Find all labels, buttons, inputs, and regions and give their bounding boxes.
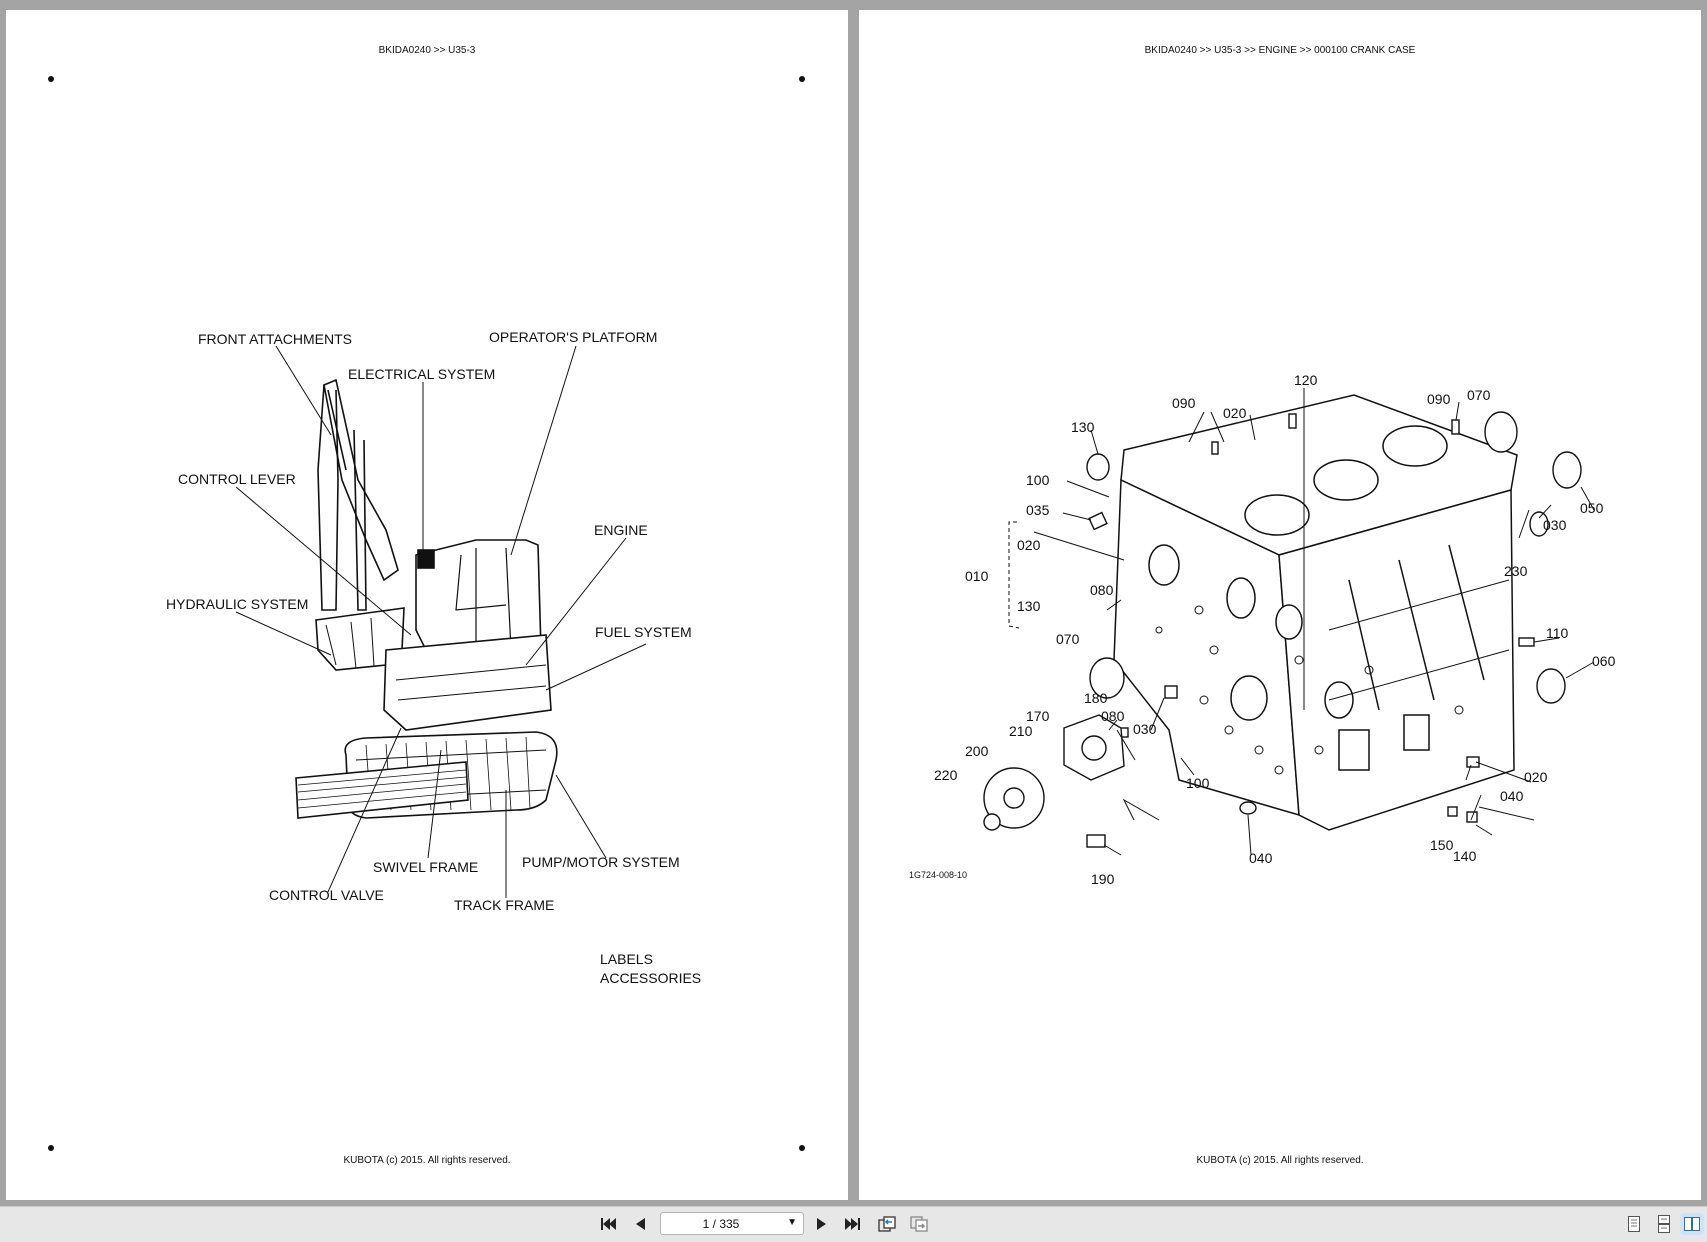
pdf-navigation-toolbar: ▼: [0, 1206, 1707, 1242]
part-number-190: 190: [1091, 871, 1115, 887]
label-accessories: ACCESSORIES: [600, 970, 702, 986]
label-operators-platform: OPERATOR'S PLATFORM: [489, 329, 657, 345]
part-number-220: 220: [934, 767, 958, 783]
page-number-input[interactable]: [661, 1213, 781, 1234]
two-page-view-button[interactable]: [1680, 1213, 1704, 1235]
label-engine: ENGINE: [594, 522, 648, 538]
part-number-150: 150: [1430, 837, 1454, 853]
previous-page-icon: [636, 1218, 645, 1230]
page-number-field[interactable]: ▼: [660, 1212, 804, 1235]
part-number-030: 030: [1133, 721, 1157, 737]
part-number-090: 090: [1172, 395, 1196, 411]
next-page-button[interactable]: [810, 1213, 834, 1235]
crank-case-exploded-diagram: 120 090 090 070 020 130 100 050 035 030 …: [909, 372, 1616, 887]
part-number-070: 070: [1056, 631, 1080, 647]
single-page-view-icon: [1628, 1216, 1640, 1232]
left-document-page: BKIDA0240 >> U35-3: [6, 10, 848, 1200]
right-page-header: BKIDA0240 >> U35-3 >> ENGINE >> 000100 C…: [1144, 45, 1416, 56]
part-number-110: 110: [1546, 625, 1569, 641]
two-page-view-icon: [1684, 1217, 1700, 1231]
label-fuel-system: FUEL SYSTEM: [595, 624, 692, 640]
part-number-040: 040: [1249, 850, 1273, 866]
go-forward-button[interactable]: [907, 1213, 931, 1235]
corner-mark: [799, 76, 805, 82]
right-page-footer: KUBOTA (c) 2015. All rights reserved.: [1196, 1155, 1364, 1166]
corner-mark: [48, 1145, 54, 1151]
single-page-view-button[interactable]: [1622, 1213, 1646, 1235]
extra-section-labels: LABELS ACCESSORIES: [600, 950, 701, 988]
left-page-header: BKIDA0240 >> U35-3: [378, 45, 476, 56]
right-document-page: BKIDA0240 >> U35-3 >> ENGINE >> 000100 C…: [859, 10, 1701, 1200]
callout-lines: [235, 345, 647, 898]
next-page-icon: [817, 1218, 826, 1230]
part-number-010: 010: [965, 568, 989, 584]
part-number-180: 180: [1084, 690, 1108, 706]
part-number-210: 210: [1009, 723, 1033, 739]
continuous-view-button[interactable]: [1652, 1213, 1676, 1235]
label-labels: LABELS: [600, 951, 653, 967]
part-number-230: 230: [1504, 563, 1528, 579]
left-page-footer: KUBOTA (c) 2015. All rights reserved.: [343, 1155, 511, 1166]
last-page-icon: [845, 1218, 860, 1230]
go-back-icon: [878, 1216, 896, 1232]
go-forward-icon: [910, 1216, 928, 1232]
part-number-170: 170: [1026, 708, 1050, 724]
crank-case-block: [1113, 394, 1518, 831]
label-hydraulic-system: HYDRAULIC SYSTEM: [166, 596, 308, 612]
previous-page-button[interactable]: [628, 1213, 652, 1235]
part-number-080: 080: [1090, 582, 1114, 598]
go-back-button[interactable]: [875, 1213, 899, 1235]
part-number-020: 020: [1524, 769, 1548, 785]
part-number-035: 035: [1026, 502, 1050, 518]
excavator-illustration: [295, 378, 558, 819]
part-number-130: 130: [1017, 598, 1041, 614]
label-electrical-system: ELECTRICAL SYSTEM: [348, 366, 495, 382]
first-page-button[interactable]: [596, 1213, 620, 1235]
chevron-down-icon[interactable]: ▼: [787, 1217, 797, 1228]
figure-code: 1G724-008-10: [909, 870, 967, 880]
part-number-040: 040: [1500, 788, 1524, 804]
part-number-120: 120: [1294, 372, 1318, 388]
part-number-090: 090: [1427, 391, 1451, 407]
part-number-130: 130: [1071, 419, 1095, 435]
part-number-070: 070: [1467, 387, 1491, 403]
label-swivel-frame: SWIVEL FRAME: [373, 859, 478, 875]
part-number-100: 100: [1026, 472, 1050, 488]
excavator-overview-diagram: FRONT ATTACHMENTS OPERATOR'S PLATFORM EL…: [166, 329, 692, 913]
part-number-030: 030: [1543, 517, 1567, 533]
part-number-080: 080: [1101, 708, 1125, 724]
label-control-lever: CONTROL LEVER: [178, 471, 296, 487]
part-number-060: 060: [1592, 653, 1616, 669]
part-number-020: 020: [1223, 405, 1247, 421]
part-number-050: 050: [1580, 500, 1604, 516]
exploded-parts: [983, 411, 1582, 848]
label-control-valve: CONTROL VALVE: [269, 887, 384, 903]
label-track-frame: TRACK FRAME: [454, 897, 554, 913]
label-front-attachments: FRONT ATTACHMENTS: [198, 331, 352, 347]
corner-mark: [799, 1145, 805, 1151]
part-leader-lines: [1033, 388, 1595, 856]
first-page-icon: [601, 1218, 616, 1230]
corner-mark: [48, 76, 54, 82]
part-number-100: 100: [1186, 775, 1210, 791]
continuous-view-icon: [1658, 1215, 1670, 1233]
part-number-200: 200: [965, 743, 989, 759]
part-number-020: 020: [1017, 537, 1041, 553]
last-page-button[interactable]: [841, 1213, 865, 1235]
part-number-140: 140: [1453, 848, 1477, 864]
label-pump-motor-system: PUMP/MOTOR SYSTEM: [522, 854, 680, 870]
